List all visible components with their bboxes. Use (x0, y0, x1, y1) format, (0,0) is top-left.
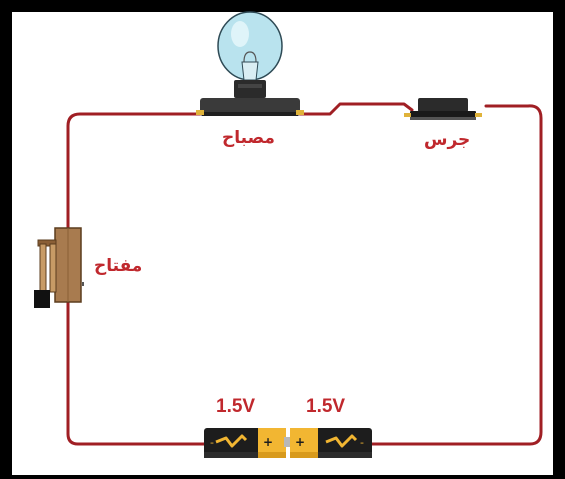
battery-right-minus: - (360, 436, 364, 449)
battery-right-plus: + (295, 435, 305, 449)
light-bulb-icon (196, 11, 304, 116)
lamp-label: مصباح (222, 128, 275, 148)
battery-icon (290, 428, 372, 458)
battery-left-minus: - (210, 436, 214, 449)
knife-switch-icon (34, 227, 84, 308)
circuit-wire (66, 102, 543, 446)
battery-left-voltage: 1.5V (216, 396, 256, 417)
bell-icon (404, 98, 482, 120)
battery-right-voltage: 1.5V (306, 396, 346, 417)
battery-icon (204, 428, 290, 458)
switch-label: مفتاح (94, 256, 143, 276)
bell-label: جرس (424, 130, 471, 150)
battery-left-plus: + (263, 435, 273, 449)
